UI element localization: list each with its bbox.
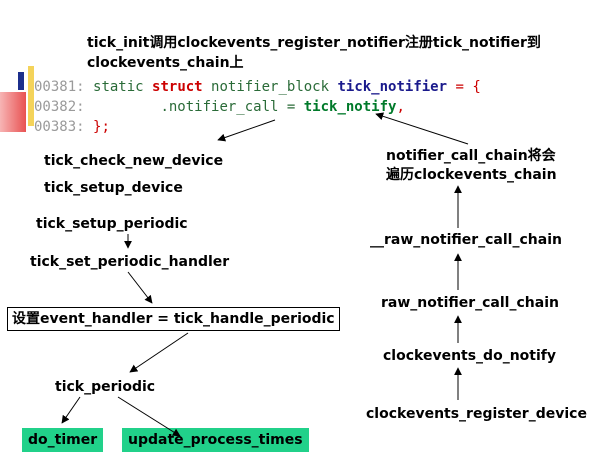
- arrow-notifier-chain-to-code: [375, 112, 469, 145]
- decorative-red-bar: [0, 92, 26, 132]
- code-keyword: struct: [152, 79, 203, 95]
- arrow-set-handler-to-event-handler: [127, 271, 153, 304]
- node-do-timer: do_timer: [22, 428, 104, 452]
- arrow-code-to-check-new-device: [217, 119, 276, 142]
- diagram-title: tick_init调用clockevents_register_notifier…: [87, 35, 541, 71]
- node-tick-periodic: tick_periodic: [55, 379, 156, 395]
- code-text: notifier_block: [202, 79, 338, 95]
- line-number: 00381:: [34, 79, 85, 95]
- arrow-event-handler-to-tick-periodic: [129, 332, 189, 373]
- code-text: .notifier_call =: [93, 99, 304, 115]
- code-text: static: [93, 79, 153, 95]
- decorative-blue-bar: [18, 72, 24, 90]
- line-number: 00383:: [34, 119, 85, 135]
- node-raw-notifier-call-chain: raw_notifier_call_chain: [381, 295, 559, 311]
- code-line-382: 00382: .notifier_call = tick_notify,: [34, 97, 405, 117]
- arrow-tick-periodic-to-do-timer: [61, 396, 81, 424]
- node-notifier-call-chain: notifier_call_chain将会 遍历clockevents_chai…: [386, 148, 557, 183]
- node-raw-notifier-call-chain-inner: __raw_notifier_call_chain: [370, 232, 562, 248]
- node-update-process-times: update_process_times: [122, 428, 309, 452]
- node-tick-setup-device: tick_setup_device: [44, 180, 183, 196]
- code-identifier: tick_notifier: [337, 79, 448, 95]
- node-clockevents-do-notify: clockevents_do_notify: [383, 348, 556, 364]
- node-tick-check-new-device: tick_check_new_device: [44, 153, 224, 169]
- node-tick-setup-periodic: tick_setup_periodic: [36, 216, 188, 232]
- decorative-yellow-bar: [28, 66, 34, 126]
- code-line-381: 00381: static struct notifier_block tick…: [34, 77, 481, 97]
- node-clockevents-register-device: clockevents_register_device: [366, 406, 587, 422]
- code-punct: };: [93, 119, 110, 135]
- code-punct: = {: [447, 79, 481, 95]
- node-tick-set-periodic-handler: tick_set_periodic_handler: [30, 254, 230, 270]
- node-set-event-handler: 设置event_handler = tick_handle_periodic: [7, 307, 340, 331]
- code-punct: ,: [396, 99, 405, 115]
- line-number: 00382:: [34, 99, 85, 115]
- code-line-383: 00383: };: [34, 117, 110, 137]
- code-identifier: tick_notify: [303, 99, 397, 115]
